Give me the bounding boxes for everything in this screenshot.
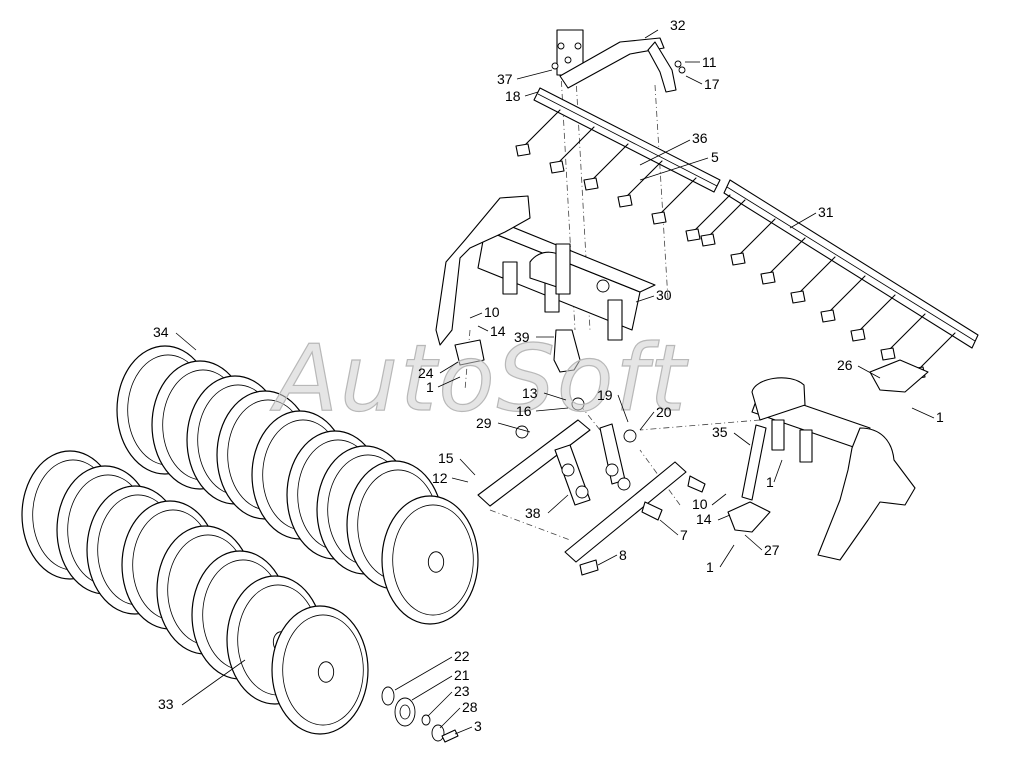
rake-tine bbox=[820, 275, 866, 323]
linkage-arms bbox=[477, 397, 706, 576]
callout-1-left: 1 bbox=[426, 379, 434, 395]
callout-39: 39 bbox=[514, 329, 530, 345]
callout-16: 16 bbox=[516, 403, 532, 419]
disc-row-upper bbox=[116, 345, 479, 625]
callout-19: 19 bbox=[597, 387, 613, 403]
callout-14-lower: 14 bbox=[696, 511, 712, 527]
callout-12: 12 bbox=[432, 470, 448, 486]
right-frame bbox=[741, 377, 916, 561]
callout-labels: 32 11 17 37 18 36 5 31 30 34 10 14 39 24… bbox=[153, 17, 944, 734]
callout-20: 20 bbox=[656, 404, 672, 420]
callout-8: 8 bbox=[619, 547, 627, 563]
rake-tine bbox=[685, 194, 731, 242]
disc bbox=[381, 495, 479, 625]
rake-tine bbox=[617, 160, 663, 208]
rake-tine bbox=[730, 218, 776, 266]
callout-35: 35 bbox=[712, 424, 728, 440]
callout-11: 11 bbox=[702, 54, 717, 70]
callout-1-mid: 1 bbox=[766, 474, 774, 490]
callout-3: 3 bbox=[474, 718, 482, 734]
callout-21: 21 bbox=[454, 667, 470, 683]
callout-29: 29 bbox=[476, 415, 492, 431]
callout-15: 15 bbox=[438, 450, 454, 466]
callout-38: 38 bbox=[525, 505, 541, 521]
callout-37: 37 bbox=[497, 71, 513, 87]
rake-tine bbox=[651, 177, 697, 225]
top-bracket bbox=[551, 29, 686, 93]
callout-22: 22 bbox=[454, 648, 470, 664]
small-brackets bbox=[454, 329, 929, 533]
rake-bar-lower bbox=[723, 179, 979, 349]
callout-31: 31 bbox=[818, 204, 834, 220]
callout-23: 23 bbox=[454, 683, 470, 699]
rake-tine bbox=[880, 313, 926, 361]
callout-14-upper: 14 bbox=[490, 323, 506, 339]
callout-24: 24 bbox=[418, 365, 434, 381]
main-frame bbox=[435, 195, 656, 346]
callout-10-lower: 10 bbox=[692, 496, 708, 512]
rake-tine bbox=[760, 237, 806, 285]
callout-17: 17 bbox=[704, 76, 720, 92]
rake-tine bbox=[790, 256, 836, 304]
callout-33: 33 bbox=[158, 696, 174, 712]
hub-parts bbox=[381, 686, 459, 743]
rake-tine bbox=[583, 143, 629, 191]
disc-row-lower bbox=[21, 450, 369, 735]
rake-tine bbox=[515, 109, 561, 157]
callout-18: 18 bbox=[505, 88, 521, 104]
callout-30: 30 bbox=[656, 287, 672, 303]
rake-bar-upper bbox=[533, 87, 721, 193]
callout-34: 34 bbox=[153, 324, 169, 340]
callout-1-right: 1 bbox=[936, 409, 944, 425]
callout-10-upper: 10 bbox=[484, 304, 500, 320]
callout-36: 36 bbox=[692, 130, 708, 146]
callout-leaders bbox=[175, 29, 935, 735]
callout-26: 26 bbox=[837, 357, 853, 373]
callout-13: 13 bbox=[522, 385, 538, 401]
callout-32: 32 bbox=[670, 17, 686, 33]
callout-28: 28 bbox=[462, 699, 478, 715]
callout-7: 7 bbox=[680, 527, 688, 543]
rake-tine bbox=[549, 126, 595, 174]
callout-1-bottom: 1 bbox=[706, 559, 714, 575]
disc bbox=[271, 605, 369, 735]
callout-27: 27 bbox=[764, 542, 780, 558]
rake-tine bbox=[700, 199, 746, 247]
watermark-text: AutoSoft bbox=[270, 325, 689, 432]
callout-5: 5 bbox=[711, 149, 719, 165]
rake-tine bbox=[850, 294, 896, 342]
